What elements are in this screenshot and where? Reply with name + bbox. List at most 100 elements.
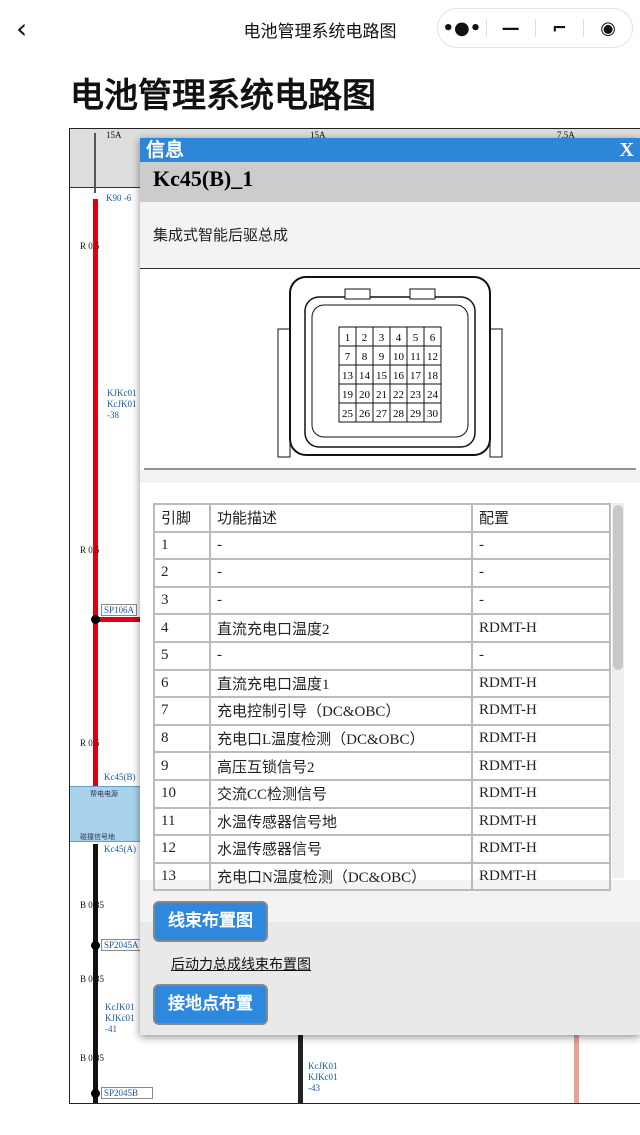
pin-config: RDMT-H [471,778,611,809]
back-chevron-icon[interactable]: ‹ [16,12,28,45]
close-button[interactable]: X [619,139,634,161]
pin-number: 13 [153,861,211,892]
record-icon[interactable]: ◉ [600,17,616,39]
pink-wire [574,1034,579,1103]
pin-function: - [209,558,473,588]
pin-number: 7 [153,696,211,726]
fuse-wire [94,133,96,193]
table-row: 3-- [153,585,611,616]
pin-number-label: 16 [393,370,405,382]
pin-number-label: 25 [342,408,354,420]
pin-number-label: 6 [430,332,436,344]
pin-number: 1 [153,530,211,561]
connector-label: KcJK01 [105,1002,135,1012]
connector-label[interactable]: Kc45(A) [104,844,136,854]
pin-number-label: 10 [393,351,405,363]
pin-function: - [209,585,473,616]
wire-spec: B 0.35 [80,900,105,910]
black-wire [298,1034,303,1103]
pin-number: 10 [153,778,211,809]
col-header-pin: 引脚 [153,503,211,533]
connector-label: KJKc01 [105,1013,135,1023]
harness-layout-button[interactable]: 线束布置图 [153,901,268,942]
pin-function: 充电口N温度检测（DC&OBC） [209,861,473,892]
pin-number-label: 8 [362,351,368,363]
restore-icon[interactable]: ⌐ [551,17,567,39]
pin-number-label: 7 [345,351,351,363]
pin-number-label: 15 [376,370,388,382]
fuse-label: 7.5A [557,130,575,140]
pin-config: RDMT-H [471,613,611,643]
pin-function: - [209,640,473,671]
table-row: 1-- [153,530,611,561]
pin-config: RDMT-H [471,861,611,892]
band-label: 碰撞信号地 [80,833,115,841]
fuse-label: 15A [106,130,122,140]
pin-number-label: 17 [410,370,422,382]
component-band[interactable]: 帮电电源 碰撞信号地 [70,786,150,842]
pin-number: 9 [153,751,211,781]
red-wire-branch [96,617,146,622]
connector-label[interactable]: Kc45(B) [104,772,136,782]
splice-label[interactable]: SP2045A [101,939,142,951]
connector-label: K90 -6 [106,193,132,203]
pin-number: 4 [153,613,211,643]
pin-config: RDMT-H [471,696,611,726]
minimize-icon[interactable]: — [501,17,520,39]
connector-label: -43 [308,1083,320,1093]
splice-label[interactable]: SP2045B [101,1087,153,1099]
pin-config: RDMT-H [471,723,611,754]
connector-name: Kc45(B)_1 [140,162,640,202]
wire-spec: B 0.35 [80,974,105,984]
pin-cell [423,402,442,423]
ground-point-button[interactable]: 接地点布置 [153,984,268,1025]
fuse-label: 15A [310,130,326,140]
pin-function: 高压互锁信号2 [209,751,473,781]
pin-number-label: 26 [359,408,371,420]
pin-config: RDMT-H [471,751,611,781]
pin-number-label: 5 [413,332,419,344]
pin-config: - [471,640,611,671]
wire-spec: R 0.5 [80,545,100,555]
pin-number: 3 [153,585,211,616]
pin-number-label: 24 [427,389,439,401]
pin-function: 直流充电口温度2 [209,613,473,643]
pin-function: 水温传感器信号 [209,834,473,864]
pin-config: - [471,558,611,588]
pin-number-label: 11 [410,351,421,363]
pin-number-label: 20 [359,389,371,401]
more-dots-icon[interactable]: •●• [442,17,482,39]
splice-dot [91,615,100,624]
pin-number-label: 28 [393,408,405,420]
splice-label[interactable]: SP106A [101,604,138,616]
scrollbar-thumb[interactable] [613,505,623,670]
connector-label: -41 [105,1024,117,1034]
table-row: 2-- [153,558,611,588]
pin-function: 充电控制引导（DC&OBC） [209,696,473,726]
pin-function: 直流充电口温度1 [209,668,473,699]
connector-label: KJKc01 [308,1072,338,1082]
pin-config: - [471,530,611,561]
red-wire [93,199,98,786]
band-label: 帮电电源 [90,790,118,798]
splice-dot [91,1089,100,1098]
table-scrollbar[interactable] [612,503,624,878]
harness-layout-link[interactable]: 后动力总成线束布置图 [171,957,311,973]
pin-number: 8 [153,723,211,754]
splice-dot [91,941,100,950]
popup-header: 信息 X [140,138,640,162]
pin-number-label: 27 [376,408,388,420]
pin-number-label: 12 [427,351,438,363]
connector-label: KcJK01 [308,1061,338,1071]
black-wire [93,844,98,1103]
pin-config: RDMT-H [471,806,611,837]
